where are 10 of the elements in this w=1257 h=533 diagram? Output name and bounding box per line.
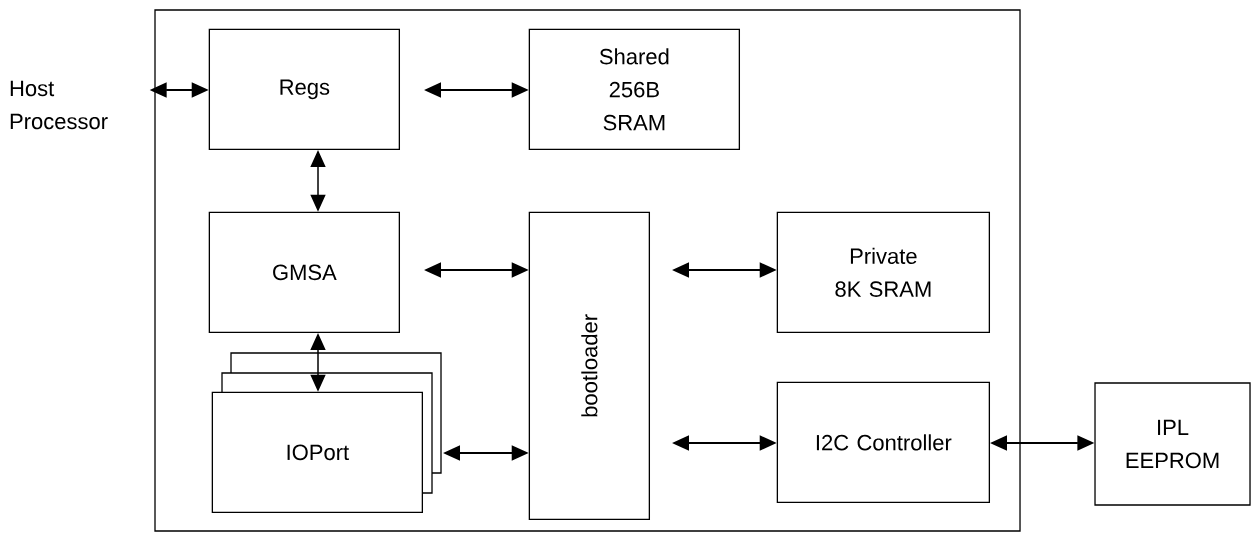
- block: GMSA: [208, 211, 400, 333]
- block: I2C Controller: [776, 381, 990, 503]
- block: Private 8K SRAM: [776, 211, 990, 333]
- block: IPL EEPROM: [1094, 382, 1251, 506]
- external-label: Host Processor: [10, 80, 108, 130]
- block: Shared 256B SRAM: [528, 28, 740, 150]
- block: Regs: [208, 28, 400, 150]
- stacked-blocks: IOPort: [211, 352, 442, 513]
- block: bootloader: [528, 211, 650, 520]
- chip-boundary: [154, 9, 1021, 532]
